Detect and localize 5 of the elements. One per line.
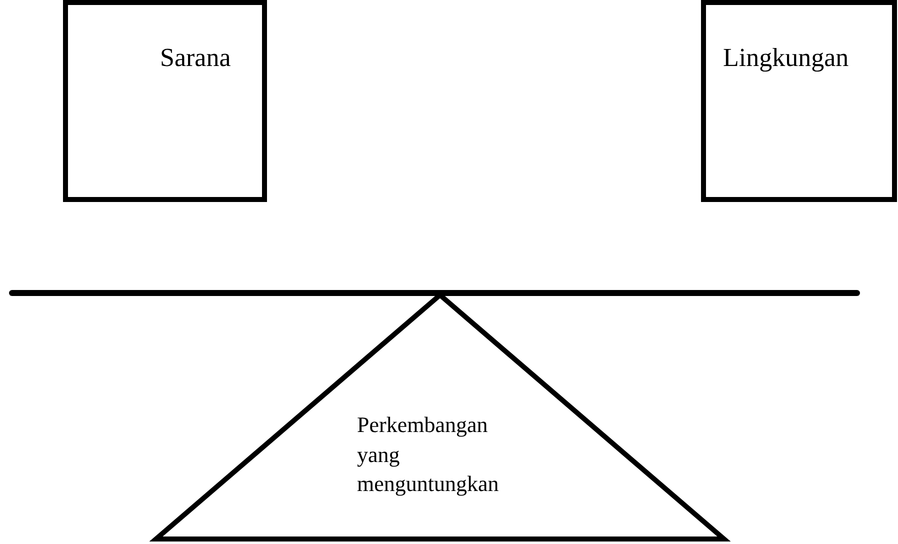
square-box — [701, 0, 897, 202]
box-title: Lingkungan — [723, 43, 849, 73]
fulcrum-label: Perkembangan yang menguntungkan — [357, 411, 500, 498]
square-box — [63, 0, 267, 202]
box-title: Sarana — [160, 43, 231, 73]
